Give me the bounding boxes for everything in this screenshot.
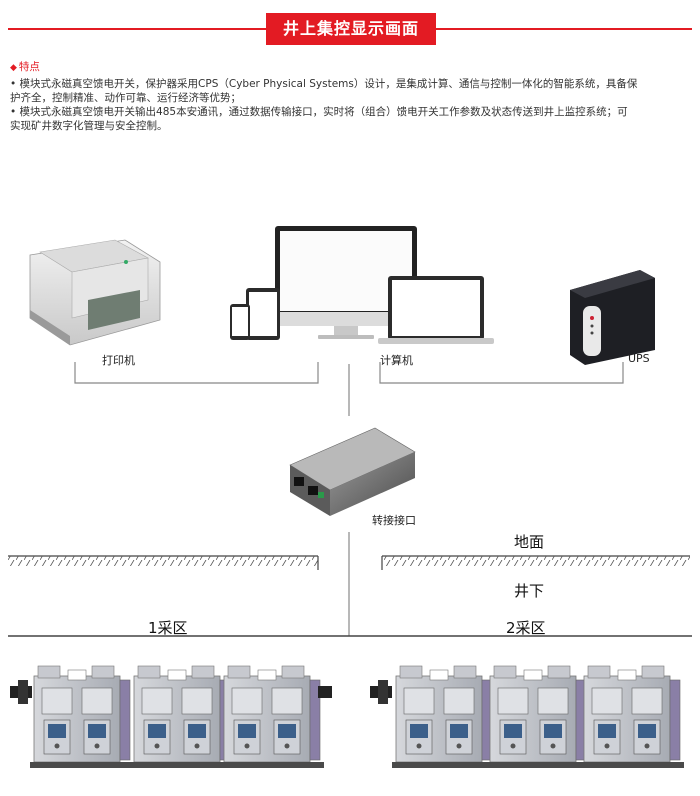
computer-icon	[230, 226, 494, 344]
converter-label: 转接接口	[372, 514, 416, 527]
computer-label: 计算机	[380, 354, 413, 367]
converter-icon	[289, 427, 416, 516]
title-bar: 井上集控显示画面	[0, 0, 700, 56]
ground-line-left	[8, 555, 319, 570]
feature-line: • 模块式永磁真空馈电开关，保护器采用CPS（Cyber Physical Sy…	[10, 78, 638, 90]
diamond-icon: ◆	[10, 63, 17, 73]
surface-label: 地面	[514, 533, 545, 551]
switchgear-group-1	[10, 665, 332, 769]
connector-lines	[74, 362, 624, 636]
page-title: 井上集控显示画面	[266, 13, 436, 45]
printer-label: 打印机	[102, 354, 135, 367]
printer-icon	[29, 239, 161, 346]
features-section: ◆特点 • 模块式永磁真空馈电开关，保护器采用CPS（Cyber Physica…	[10, 60, 694, 133]
zone-1-label: 1采区	[148, 619, 188, 637]
zone-2-label: 2采区	[506, 619, 546, 637]
switchgear-group-2	[370, 665, 685, 769]
ups-icon	[570, 270, 655, 365]
ground-line-right	[381, 555, 690, 570]
feature-line: • 模块式永磁真空馈电开关输出485本安通讯，通过数据传输接口，实时将（组合）馈…	[10, 106, 628, 118]
feature-line: 护齐全，控制精准、动作可靠、运行经济等优势；	[10, 92, 241, 104]
feature-line: 实现矿井数字化管理与安全控制。	[10, 120, 168, 132]
ups-label: UPS	[628, 352, 650, 365]
features-heading: ◆特点	[10, 60, 694, 75]
features-heading-text: 特点	[18, 61, 40, 73]
underground-label: 井下	[514, 582, 545, 600]
